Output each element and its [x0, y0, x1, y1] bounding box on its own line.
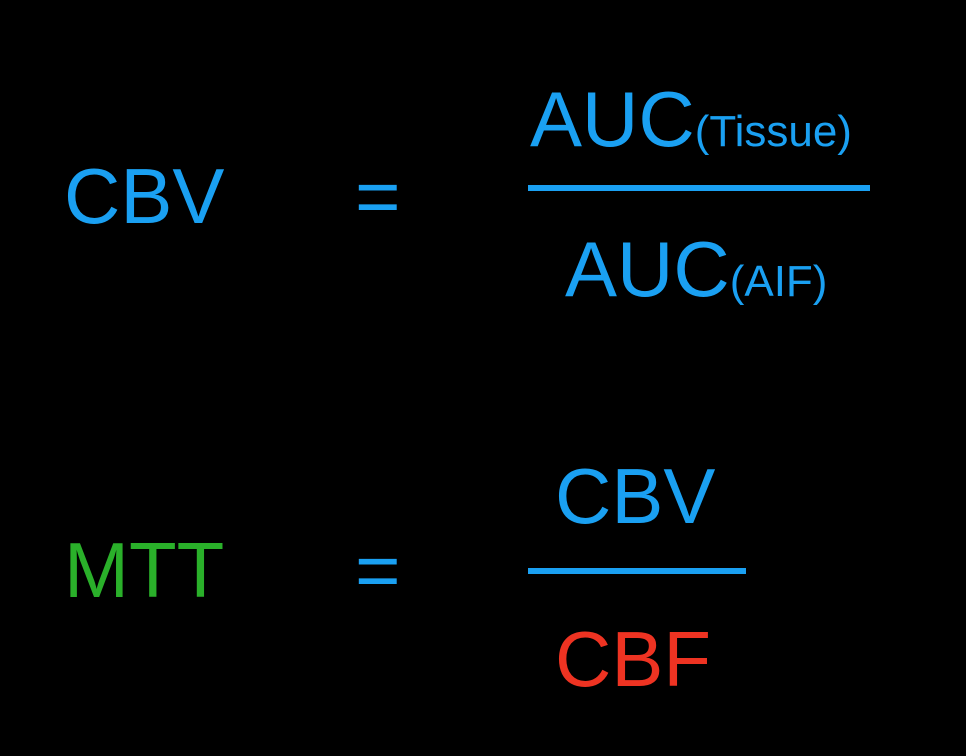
auc-term: AUC	[530, 75, 695, 163]
cbv-term: CBV	[64, 152, 225, 240]
cbv-denominator: AUC(AIF)	[565, 230, 827, 308]
mtt-numerator: CBV	[555, 452, 716, 540]
equals-sign: =	[355, 526, 401, 614]
mtt-term: MTT	[64, 526, 225, 614]
aif-subscript: (AIF)	[729, 257, 828, 306]
auc-term: AUC	[565, 225, 730, 313]
cbv-numerator: AUC(Tissue)	[530, 80, 852, 158]
mtt-denominator: CBF	[555, 615, 711, 703]
tissue-subscript: (Tissue)	[694, 107, 852, 156]
fraction-bar	[528, 185, 870, 191]
equals-sign: =	[355, 152, 401, 240]
fraction-bar	[528, 568, 746, 574]
